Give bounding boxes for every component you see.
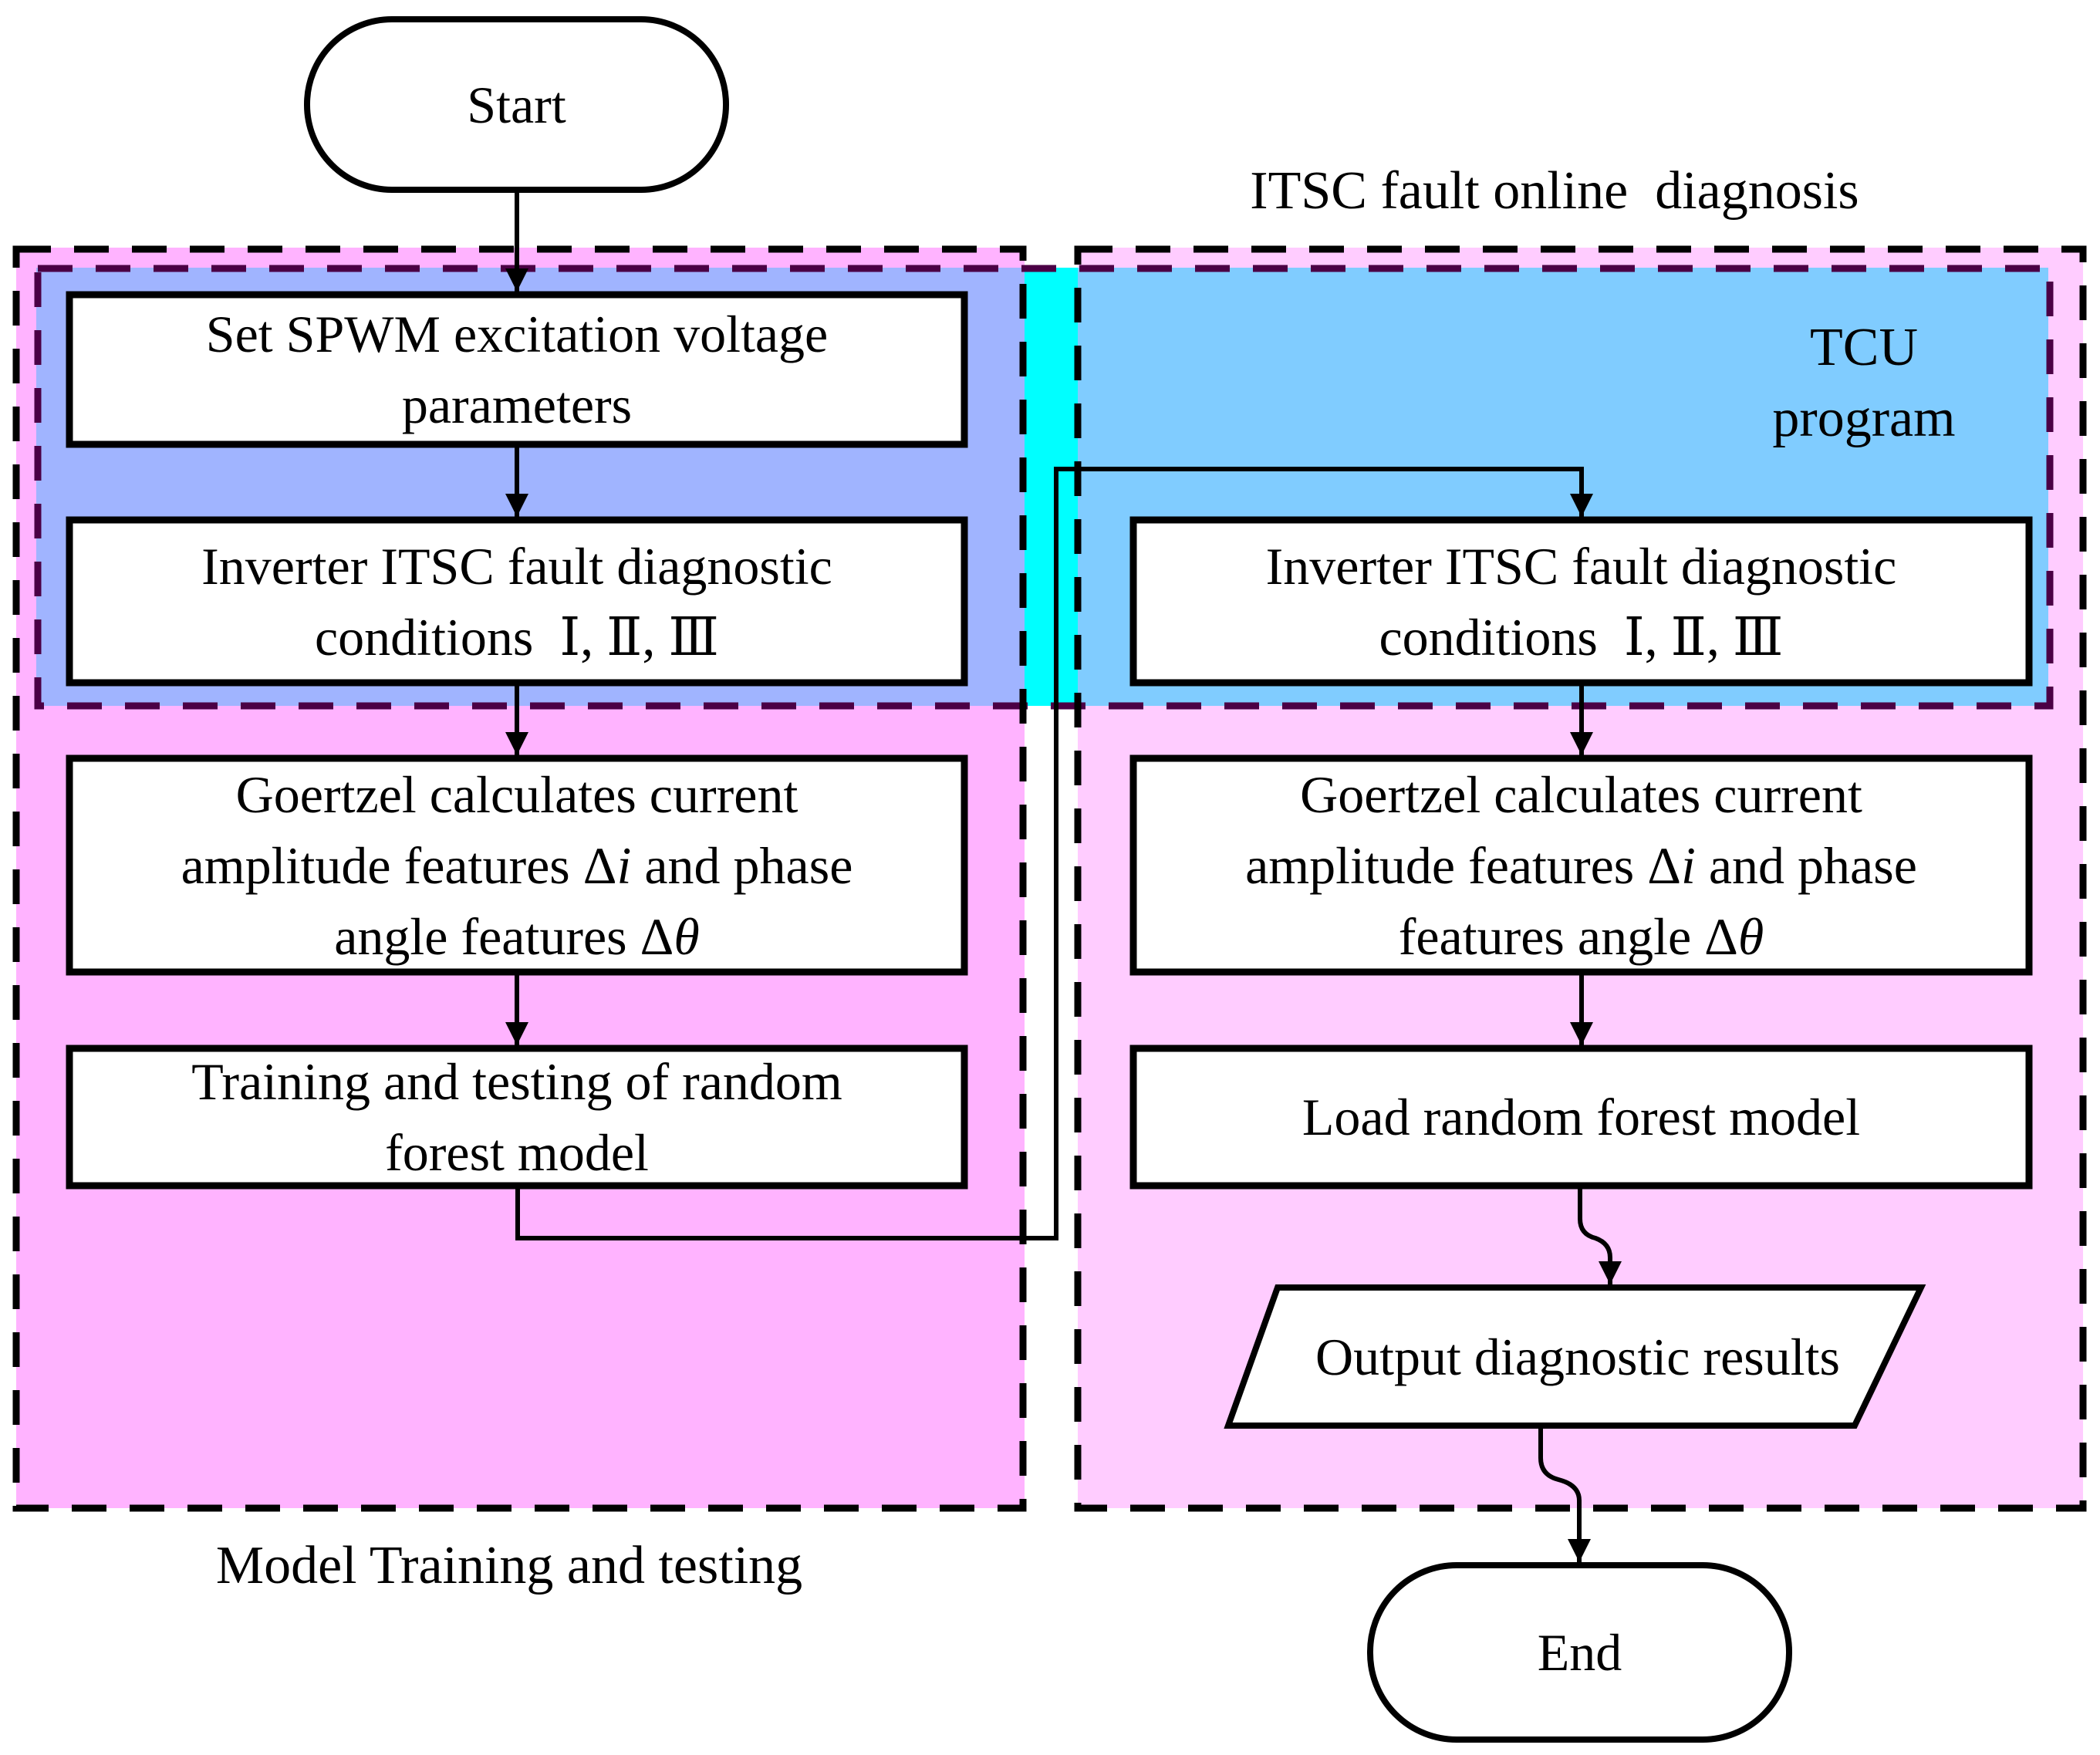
left-step-4-box (66, 1045, 968, 1190)
right-step-1-line-1: Inverter ITSC fault diagnostic (1265, 536, 1897, 596)
model-training-title: Model Training and testing (215, 1536, 803, 1595)
left-step-4: Training and testing of random forest mo… (69, 1048, 964, 1186)
right-step-1-box (1129, 516, 2033, 687)
right-step-2: Goertzel calculates current amplitude fe… (1133, 758, 2029, 972)
left-step-3-line-2: amplitude features Δi and phase (181, 835, 853, 895)
output-step-text: Output diagnostic results (1315, 1327, 1840, 1386)
online-diagnosis-dashed-border (1074, 245, 2087, 1512)
right-step-2-line-1: Goertzel calculates current (1300, 764, 1862, 824)
right-step-2-line-2: amplitude features Δi and phase (1245, 835, 1917, 895)
right-step-2-box (1129, 754, 2033, 976)
arrow-right-3-to-output (1578, 1189, 1622, 1284)
left-step-4-line-2: forest model (385, 1123, 649, 1182)
start-text: Start (467, 75, 566, 134)
right-step-3-line-1: Load random forest model (1302, 1088, 1861, 1146)
right-step-2-line-3: features angle Δθ (1398, 906, 1764, 966)
right-step-1: Inverter ITSC fault diagnostic condition… (1133, 520, 2029, 683)
right-step-3-box (1129, 1045, 2033, 1190)
left-step-2-line-2: conditions Ⅰ, Ⅱ, Ⅲ (315, 607, 719, 667)
left-step-1-line-1: Set SPWM excitation voltage (205, 305, 829, 363)
right-step-1-line-2: conditions Ⅰ, Ⅱ, Ⅲ (1379, 607, 1784, 667)
connector-model-to-online (515, 467, 1593, 1240)
tcu-label-line-1: TCU (1810, 318, 1918, 377)
left-step-1-line-2: parameters (401, 376, 633, 434)
left-step-1: Set SPWM excitation voltage parameters (69, 295, 964, 444)
tcu-label-line-2: program (1772, 389, 1956, 448)
start-label: Start (307, 19, 726, 190)
end-text: End (1537, 1623, 1622, 1682)
left-step-3: Goertzel calculates current amplitude fe… (69, 758, 964, 972)
output-parallelogram (1224, 1284, 1926, 1429)
end-terminal (1367, 1562, 1792, 1743)
end-label: End (1370, 1565, 1789, 1740)
output-step: Output diagnostic results (1234, 1288, 1921, 1426)
tcu-dashed-border (34, 265, 2054, 710)
online-diagnosis-caption: ITSC fault online diagnosis (1157, 160, 1952, 222)
left-step-2-line-1: Inverter ITSC fault diagnostic (201, 536, 832, 596)
left-step-3-line-1: Goertzel calculates current (235, 764, 798, 824)
online-diagnosis-title: ITSC fault online diagnosis (1250, 161, 1859, 221)
left-step-2-box (66, 516, 968, 687)
left-step-3-line-3: angle features Δθ (334, 906, 700, 966)
left-step-3-box (66, 754, 968, 976)
start-terminal (304, 16, 729, 193)
left-step-1-box (66, 291, 968, 448)
left-step-2: Inverter ITSC fault diagnostic condition… (69, 520, 964, 683)
tcu-program-label: TCU program (1710, 312, 2018, 454)
model-training-dashed-border (12, 245, 1027, 1512)
arrow-output-to-end (1538, 1429, 1591, 1562)
left-step-4-line-1: Training and testing of random (191, 1052, 842, 1111)
tcu-region-bridge (1025, 268, 1078, 706)
right-step-3: Load random forest model (1133, 1048, 2029, 1186)
model-training-caption: Model Training and testing (123, 1535, 895, 1597)
